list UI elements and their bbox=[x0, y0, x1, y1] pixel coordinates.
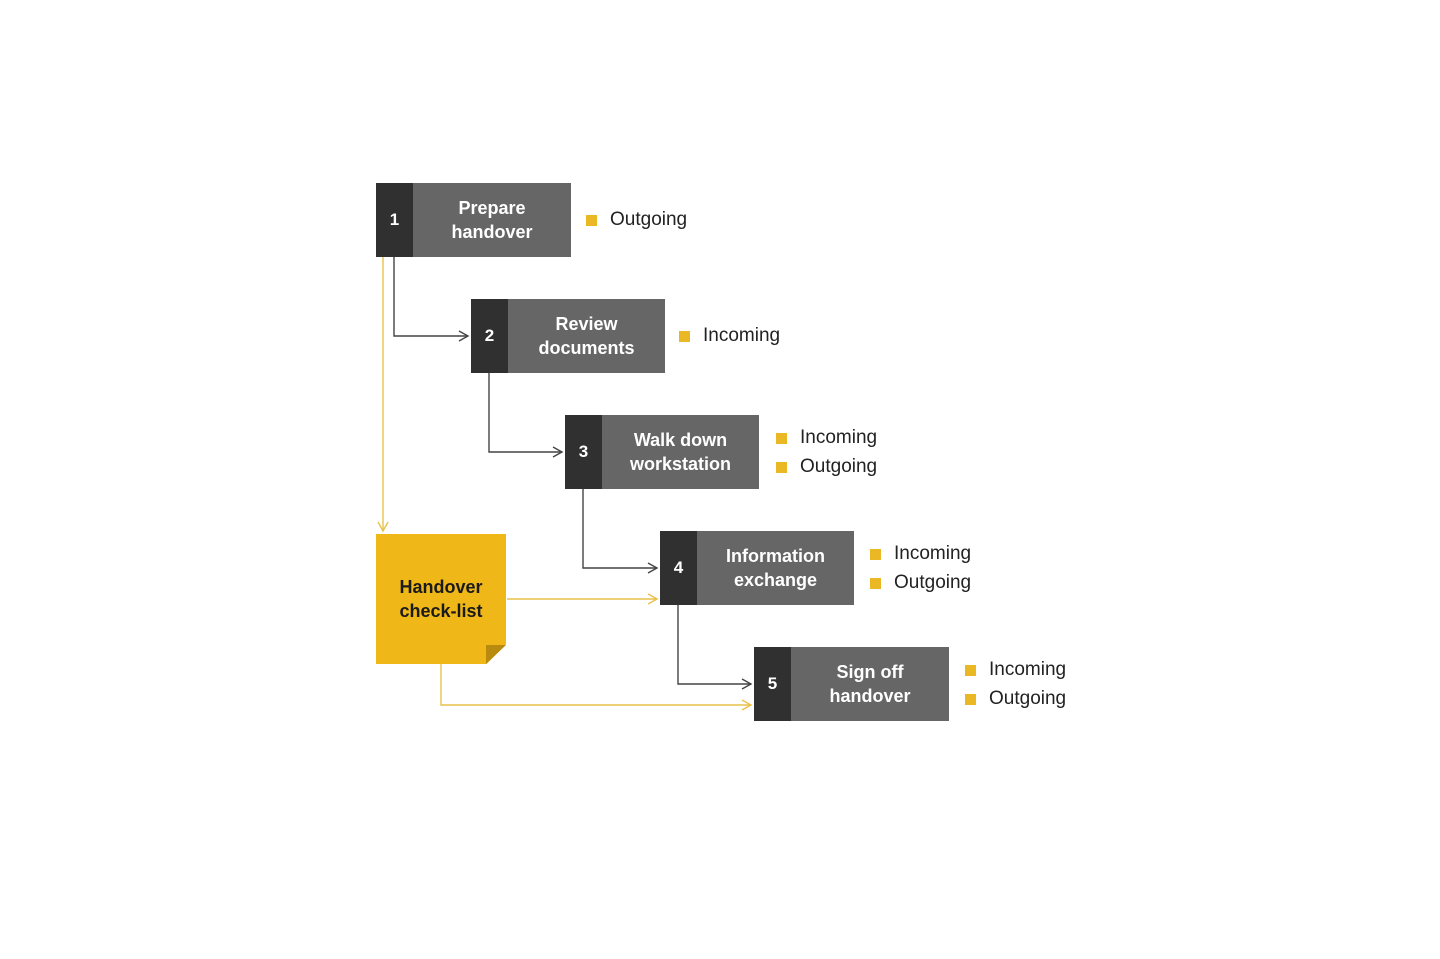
step-1-label-line2: handover bbox=[451, 222, 533, 242]
step-5-number: 5 bbox=[754, 647, 791, 721]
role-item: Outgoing bbox=[965, 688, 1066, 710]
step-2-label-line1: Review bbox=[555, 314, 618, 334]
step-1-box: 1 Prepare handover bbox=[376, 183, 571, 257]
connector-4-5 bbox=[677, 605, 753, 690]
step-3-label-line1: Walk down bbox=[633, 430, 728, 450]
role-label: Outgoing bbox=[894, 572, 972, 593]
step-5-box: 5 Sign off handover bbox=[754, 647, 949, 721]
connector-2-3 bbox=[488, 373, 564, 458]
step-2-label-line2: documents bbox=[538, 338, 635, 358]
role-item: Incoming bbox=[776, 427, 877, 449]
role-label: Outgoing bbox=[800, 456, 878, 477]
bullet-square-icon bbox=[586, 214, 597, 226]
role-item: Outgoing bbox=[586, 209, 687, 231]
connector-1-2 bbox=[393, 257, 470, 342]
connector-checklist-5 bbox=[440, 664, 753, 711]
role-label: Outgoing bbox=[989, 688, 1067, 709]
step-4-label-line1: Information bbox=[726, 546, 825, 566]
bullet-square-icon bbox=[870, 548, 881, 560]
bullet-square-icon bbox=[776, 461, 787, 473]
step-3-label: Walk down workstation bbox=[602, 415, 759, 489]
step-5-label: Sign off handover bbox=[791, 647, 949, 721]
step-2-label: Review documents bbox=[508, 299, 665, 373]
step-3-box: 3 Walk down workstation bbox=[565, 415, 759, 489]
bullet-square-icon bbox=[965, 693, 976, 705]
connector-3-4 bbox=[582, 489, 659, 574]
checklist-line1: Handover bbox=[399, 577, 483, 597]
checklist-line2: check-list bbox=[399, 601, 483, 621]
step-4-number: 4 bbox=[660, 531, 697, 605]
step-1-label-line1: Prepare bbox=[458, 198, 526, 218]
step-2-box: 2 Review documents bbox=[471, 299, 665, 373]
step-1-label: Prepare handover bbox=[413, 183, 571, 257]
role-label: Incoming bbox=[894, 543, 972, 564]
role-item: Outgoing bbox=[870, 572, 971, 594]
step-5-roles: Incoming Outgoing bbox=[965, 659, 1066, 710]
step-2-number: 2 bbox=[471, 299, 508, 373]
step-5-label-line2: handover bbox=[829, 686, 911, 706]
role-label: Outgoing bbox=[610, 209, 688, 230]
role-item: Incoming bbox=[679, 325, 780, 347]
step-3-label-line2: workstation bbox=[629, 454, 731, 474]
step-3-number: 3 bbox=[565, 415, 602, 489]
role-item: Incoming bbox=[965, 659, 1066, 681]
step-2-roles: Incoming bbox=[679, 325, 780, 347]
bullet-square-icon bbox=[776, 432, 787, 444]
bullet-square-icon bbox=[965, 664, 976, 676]
bullet-square-icon bbox=[679, 330, 690, 342]
step-1-number: 1 bbox=[376, 183, 413, 257]
role-label: Incoming bbox=[989, 659, 1067, 680]
role-item: Incoming bbox=[870, 543, 971, 565]
step-4-roles: Incoming Outgoing bbox=[870, 543, 971, 594]
role-label: Incoming bbox=[800, 427, 878, 448]
step-4-label: Information exchange bbox=[697, 531, 854, 605]
step-3-roles: Incoming Outgoing bbox=[776, 427, 877, 478]
handover-checklist-note: Handover check-list bbox=[376, 534, 506, 664]
role-item: Outgoing bbox=[776, 456, 877, 478]
step-4-label-line2: exchange bbox=[733, 570, 818, 590]
step-5-label-line1: Sign off bbox=[836, 662, 904, 682]
step-4-box: 4 Information exchange bbox=[660, 531, 854, 605]
step-1-roles: Outgoing bbox=[586, 209, 687, 231]
bullet-square-icon bbox=[870, 577, 881, 589]
role-label: Incoming bbox=[703, 325, 781, 346]
